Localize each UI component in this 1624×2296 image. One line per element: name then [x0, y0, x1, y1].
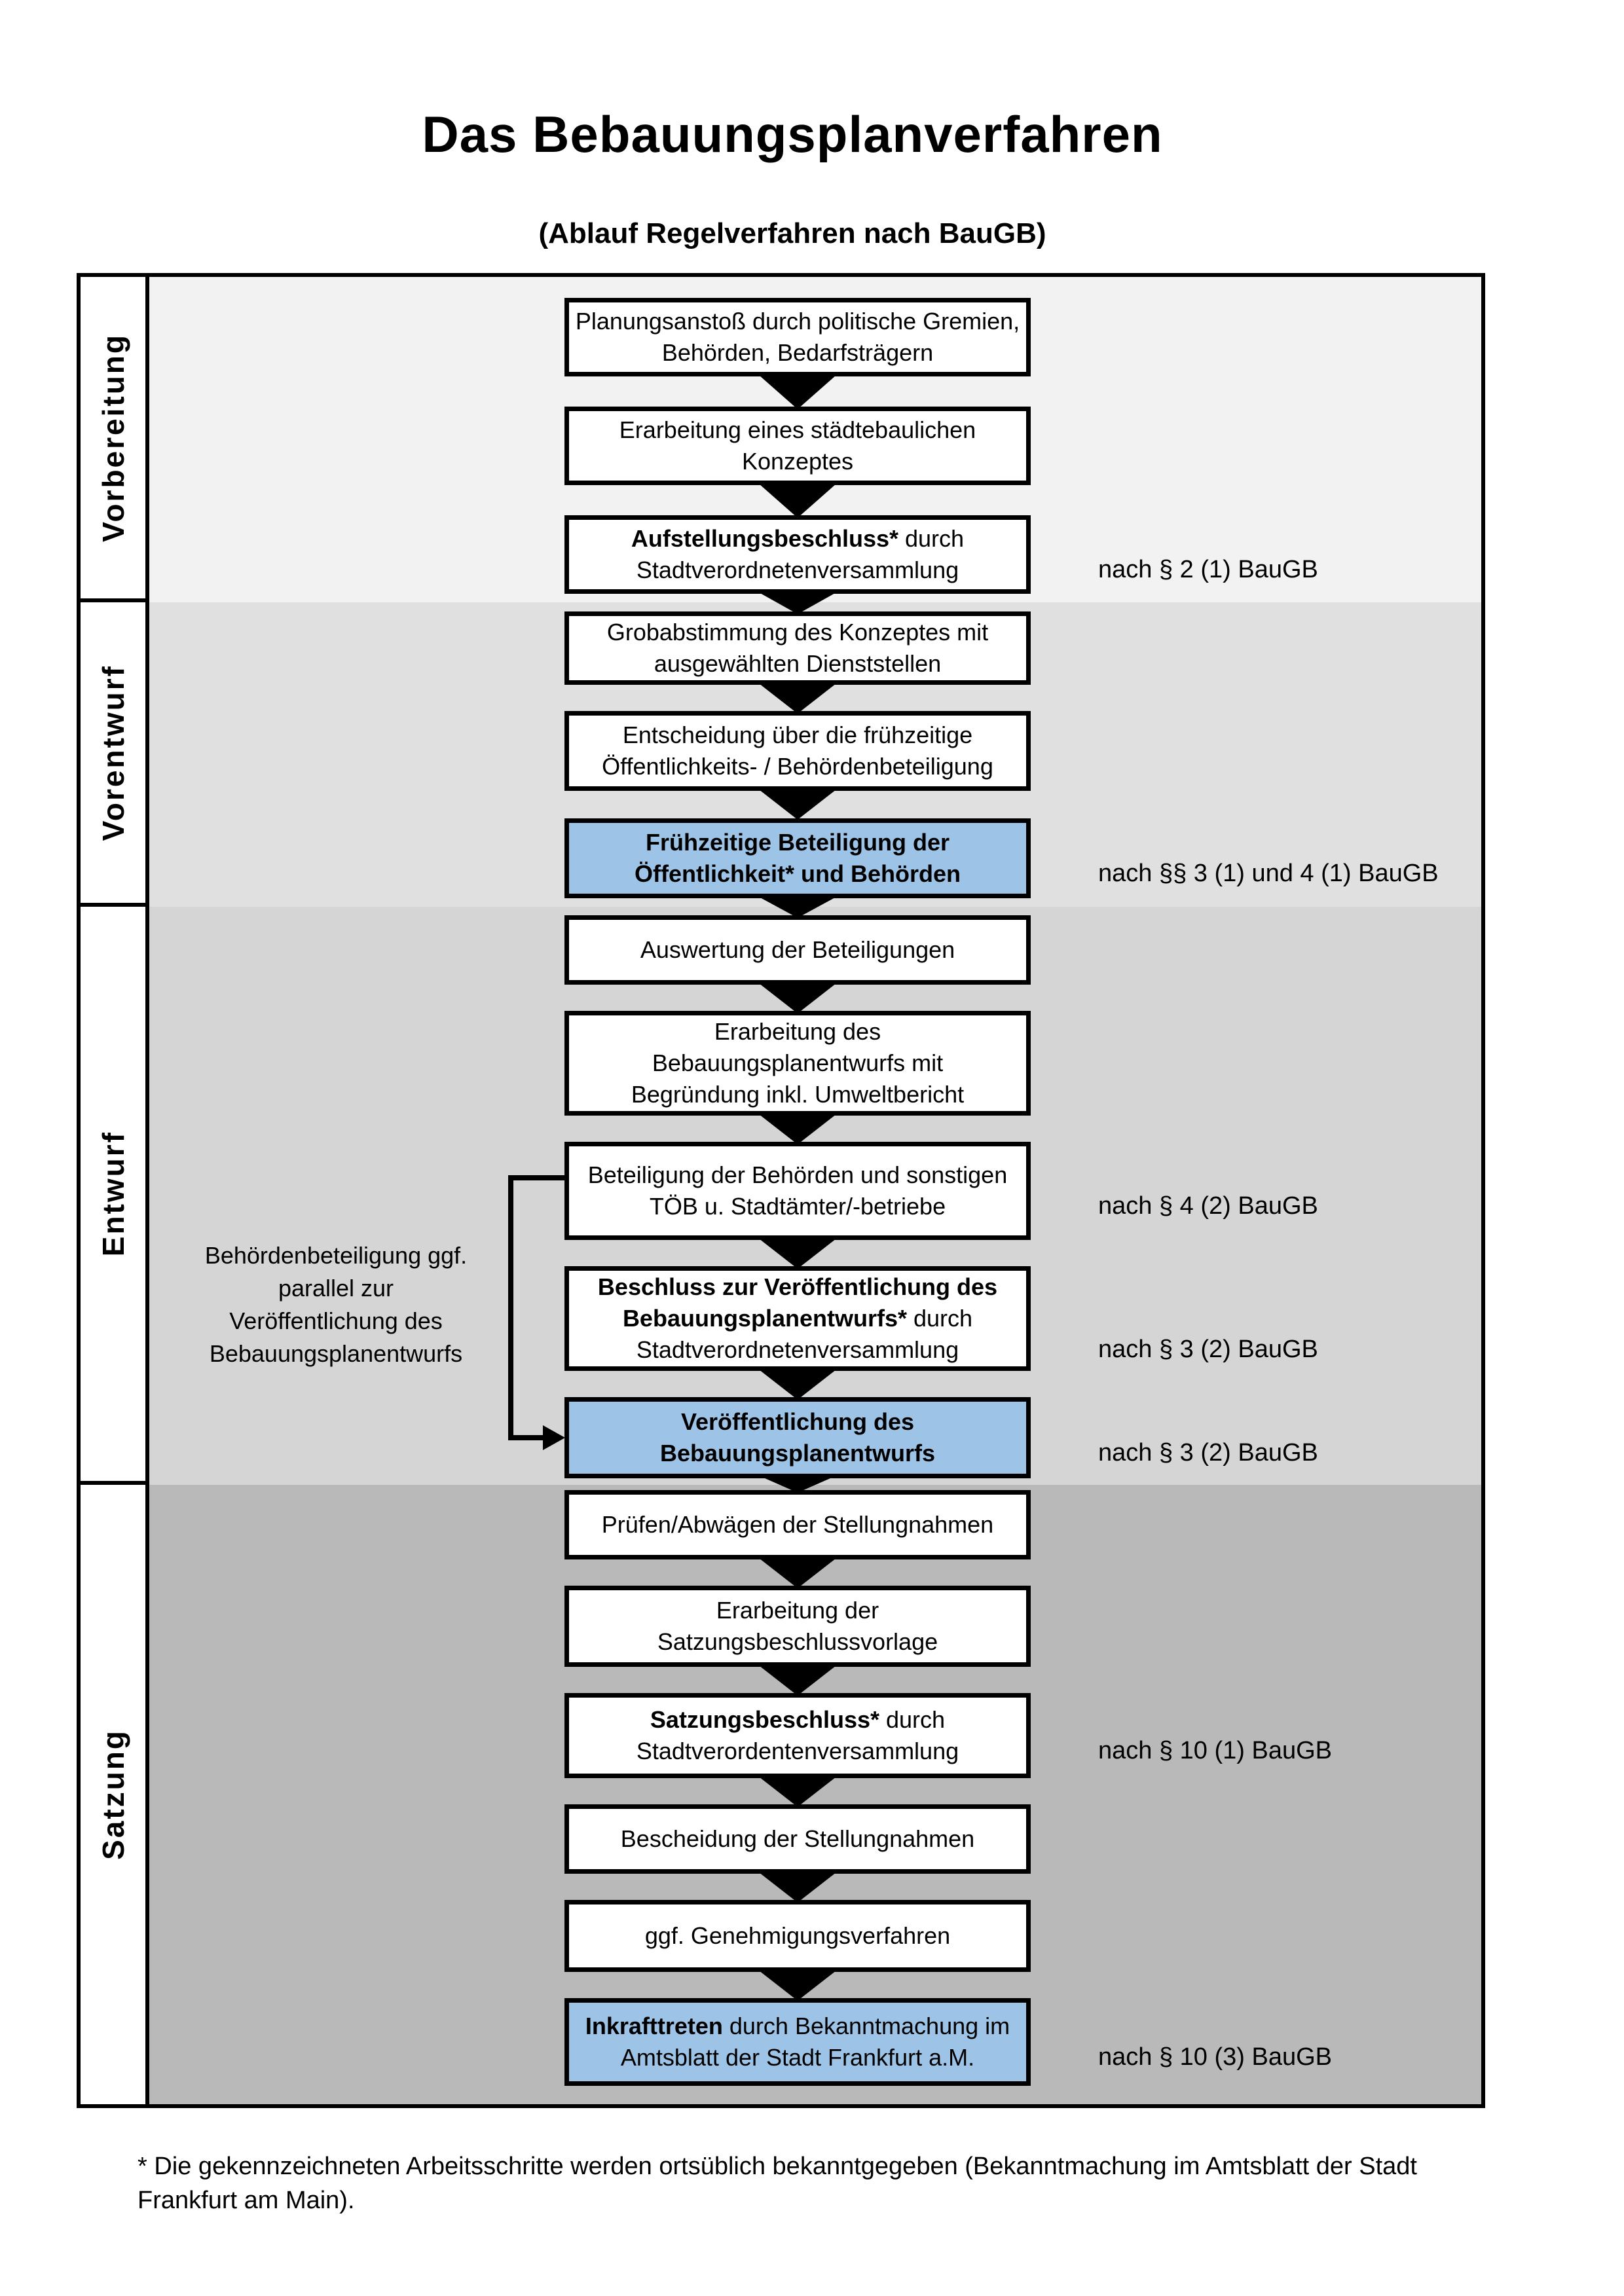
step-box-entwurf-erarbeitung: Erarbeitung des Bebauungsplanentwurfs mi…: [564, 1011, 1031, 1116]
step-box-inkrafttreten: Inkrafttreten durch Bekanntmachung im Am…: [564, 1998, 1031, 2086]
step-box-bescheidung: Bescheidung der Stellungnahmen: [564, 1804, 1031, 1874]
phase-label-column: Vorbereitung Vorentwurf Entwurf Satzung: [81, 277, 149, 2104]
step-box-veroeffentlichungsbeschluss: Beschluss zur Veröffentlichung des Bebau…: [564, 1266, 1031, 1371]
step-box-veroeffentlichung: Veröffentlichung des Bebauungsplanentwur…: [564, 1397, 1031, 1478]
legal-reference: nach § 10 (1) BauGB: [1098, 1737, 1332, 1764]
side-note: Behördenbeteiligung ggf. parallel zur Ve…: [204, 1242, 468, 1367]
step-box-satzungsvorlage: Erarbeitung der Satzungsbeschlussvorlage: [564, 1586, 1031, 1667]
phase-label-text: Satzung: [96, 1729, 130, 1860]
flowchart-frame: Vorbereitung Vorentwurf Entwurf Satzung …: [77, 273, 1485, 2108]
phase-label-text: Entwurf: [96, 1131, 130, 1257]
step-box-auswertung: Auswertung der Beteiligungen: [564, 915, 1031, 985]
step-box-entscheidung-beteiligung: Entscheidung über die frühzeitige Öffent…: [564, 711, 1031, 791]
phase-label-satzung: Satzung: [81, 1485, 145, 2104]
step-box-pruefen-abwaegen: Prüfen/Abwägen der Stellungnahmen: [564, 1490, 1031, 1559]
step-box-konzept-erarbeitung: Erarbeitung eines städtebaulichen Konzep…: [564, 407, 1031, 485]
legal-reference: nach §§ 3 (1) und 4 (1) BauGB: [1098, 860, 1439, 887]
step-box-behoerdenbeteiligung: Beteiligung der Behörden und sonstigen T…: [564, 1142, 1031, 1240]
legal-reference: nach § 3 (2) BauGB: [1098, 1336, 1318, 1363]
legal-reference: nach § 2 (1) BauGB: [1098, 556, 1318, 583]
phase-label-vorbereitung: Vorbereitung: [81, 277, 145, 602]
connector-arrowhead-icon: [543, 1425, 565, 1450]
step-box-grobabstimmung: Grobabstimmung des Konzeptes mit ausgewä…: [564, 611, 1031, 685]
legal-reference: nach § 3 (2) BauGB: [1098, 1439, 1318, 1467]
step-box-planungsanstoss: Planungsanstoß durch politische Gremien,…: [564, 298, 1031, 376]
phase-label-text: Vorbereitung: [96, 333, 130, 542]
step-box-genehmigungsverfahren: ggf. Genehmigungsverfahren: [564, 1900, 1031, 1972]
footnote-marker: *: [138, 2153, 147, 2180]
legal-reference: nach § 10 (3) BauGB: [1098, 2043, 1332, 2071]
legal-reference: nach § 4 (2) BauGB: [1098, 1192, 1318, 1220]
step-box-fruehzeitige-beteiligung: Frühzeitige Beteiligung der Öffentlichke…: [564, 818, 1031, 898]
footnote-text: Die gekennzeichneten Arbeitsschritte wer…: [138, 2153, 1417, 2214]
phase-label-entwurf: Entwurf: [81, 907, 145, 1485]
parallel-flow-connector: [508, 1175, 565, 1450]
page-title: Das Bebauungsplanverfahren: [422, 105, 1163, 163]
step-box-satzungsbeschluss: Satzungsbeschluss* durch Stadtverordente…: [564, 1693, 1031, 1778]
step-box-aufstellungsbeschluss: Aufstellungsbeschluss* durch Stadtverord…: [564, 515, 1031, 594]
footnote: * Die gekennzeichneten Arbeitsschritte w…: [138, 2149, 1513, 2217]
page-subtitle: (Ablauf Regelverfahren nach BauGB): [538, 217, 1046, 249]
phase-label-vorentwurf: Vorentwurf: [81, 602, 145, 907]
phase-label-text: Vorentwurf: [96, 664, 130, 841]
